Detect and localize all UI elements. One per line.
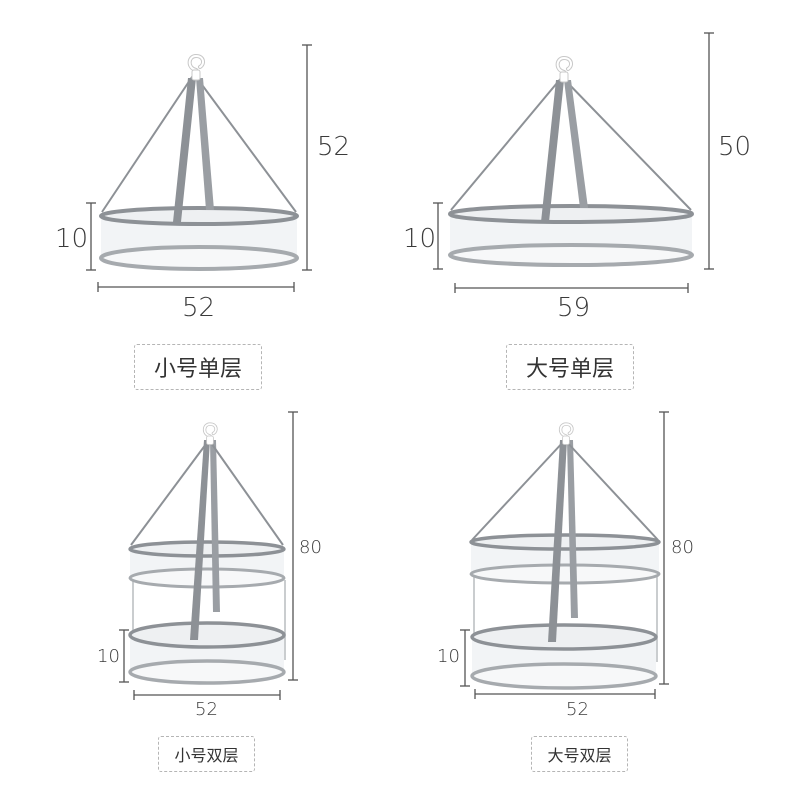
basket-large-double <box>469 422 661 690</box>
height-label-large-double: 80 <box>671 537 694 558</box>
hanging-hook-icon <box>187 54 206 82</box>
basket-small-double <box>128 422 286 685</box>
height-label-large-single: 50 <box>718 132 752 162</box>
diameter-label-small-single: 52 <box>182 293 216 323</box>
layer-height-label-large-single: 10 <box>403 224 437 254</box>
height-label-small-double: 80 <box>299 537 322 558</box>
dimension-lines-large-double <box>460 411 669 699</box>
basket-small-single <box>99 54 299 271</box>
basket-large-single <box>448 56 694 267</box>
layer-height-label-small-double: 10 <box>97 646 120 667</box>
dimension-lines-large-single <box>433 32 714 293</box>
diameter-label-small-double: 52 <box>195 699 218 720</box>
diameter-label-large-single: 59 <box>557 293 591 323</box>
variant-label-small-single: 小号单层 <box>134 344 262 390</box>
height-label-small-single: 52 <box>317 132 351 162</box>
layer-height-label-small-single: 10 <box>55 224 89 254</box>
hanging-hook-icon <box>555 56 574 84</box>
dimension-lines-small-single <box>86 44 312 292</box>
dimension-lines-small-double <box>119 411 298 700</box>
variant-label-small-double: 小号双层 <box>158 736 255 772</box>
variant-label-large-single: 大号单层 <box>506 344 634 390</box>
diameter-label-large-double: 52 <box>566 699 589 720</box>
variant-label-large-double: 大号双层 <box>531 736 628 772</box>
layer-height-label-large-double: 10 <box>437 646 460 667</box>
